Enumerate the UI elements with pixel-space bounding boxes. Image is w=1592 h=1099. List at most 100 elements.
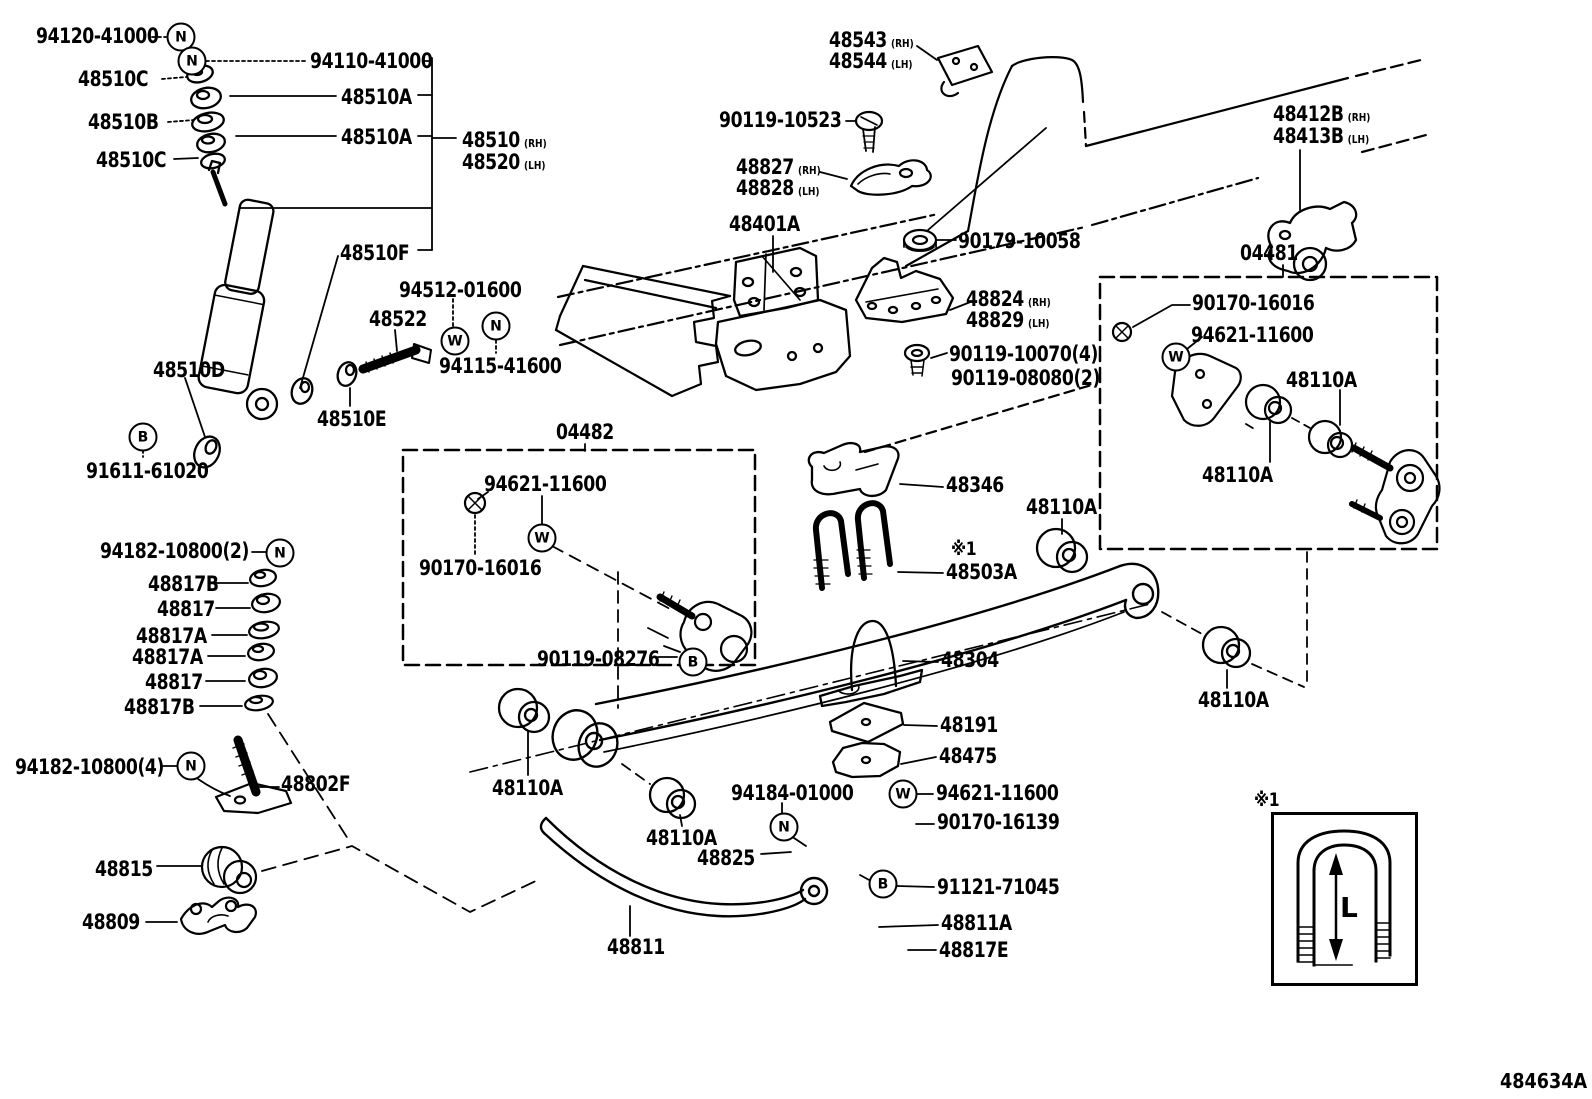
part-label-48817A: 48817A — [136, 624, 207, 648]
spring-bumper-48304 — [818, 619, 924, 708]
side-suffix: (RH) — [523, 137, 547, 150]
screw-90119-10523 — [854, 110, 884, 153]
side-suffix: (LH) — [523, 159, 546, 172]
part-label-9411041000: 94110-41000 — [310, 49, 433, 73]
part-label-48543: 48543(RH) — [829, 28, 914, 52]
leaf-spring — [469, 562, 1160, 773]
part-label-94182108002: 94182-10800(2) — [100, 539, 249, 563]
arrow-down-icon — [1329, 939, 1343, 961]
part-label-94182108004: 94182-10800(4) — [15, 755, 164, 779]
stabilizer-clamp-48809 — [179, 896, 257, 935]
part-label-9017016139: 90170-16139 — [937, 810, 1060, 834]
part-label-48510A: 48510A — [341, 125, 412, 149]
leader-lines — [142, 36, 1341, 951]
part-label-48110A: 48110A — [646, 826, 717, 850]
part-label-48110A: 48110A — [1202, 463, 1273, 487]
part-label-1: ※1 — [951, 538, 977, 560]
circled-letter-marker-N: N — [769, 812, 799, 842]
part-label-48809: 48809 — [82, 910, 140, 934]
subassembly-boxes — [401, 275, 1439, 667]
part-label-48110A: 48110A — [1198, 688, 1269, 712]
bracket-48346 — [807, 442, 900, 498]
stabilizer-link-48802F — [214, 735, 293, 815]
part-label-48829: 48829(LH) — [966, 308, 1050, 332]
part-label-48191: 48191 — [940, 713, 998, 737]
circled-letter-marker-N: N — [481, 311, 511, 341]
part-label-90119100704: 90119-10070(4) — [949, 342, 1098, 366]
side-suffix: (LH) — [890, 58, 913, 71]
u-bolt-48503A — [812, 500, 893, 591]
part-label-48510: 48510(RH) — [462, 128, 547, 152]
drawing-code: 484634A — [1500, 1069, 1588, 1093]
part-label-9112171045: 91121-71045 — [937, 875, 1060, 899]
part-label-9451201600: 94512-01600 — [399, 278, 522, 302]
part-label-48304: 48304 — [941, 648, 999, 672]
side-suffix: (LH) — [1027, 317, 1050, 330]
circled-letter-marker-N: N — [166, 22, 196, 52]
part-label-48825: 48825 — [697, 846, 755, 870]
part-label-1: ※1 — [1254, 789, 1280, 811]
circled-letter-marker-W: W — [440, 326, 470, 356]
part-label-48401A: 48401A — [729, 212, 800, 236]
circled-letter-marker-N: N — [177, 46, 207, 76]
part-label-9017910058: 90179-10058 — [958, 229, 1081, 253]
part-label-48817: 48817 — [145, 670, 203, 694]
legend-dimension-letter: L — [1340, 891, 1358, 924]
nut-90179-10058 — [902, 228, 938, 252]
side-suffix: (LH) — [1347, 133, 1370, 146]
part-label-48817E: 48817E — [939, 938, 1009, 962]
side-suffix: (RH) — [1027, 296, 1051, 309]
plate-48475 — [831, 741, 902, 779]
stabilizer-bar-48811 — [261, 713, 829, 918]
box-04482 — [401, 448, 757, 667]
part-label-48412B: 48412B(RH) — [1273, 102, 1371, 126]
part-label-48510E: 48510E — [317, 407, 387, 431]
part-label-48510C: 48510C — [96, 148, 167, 172]
side-suffix: (RH) — [1347, 111, 1371, 124]
part-label-9462111600: 94621-11600 — [1191, 323, 1314, 347]
bushings-48110A — [497, 527, 1308, 820]
part-label-04482: 04482 — [556, 420, 614, 444]
part-label-48824: 48824(RH) — [966, 287, 1051, 311]
part-label-90119080802: 90119-08080(2) — [951, 366, 1100, 390]
part-label-48346: 48346 — [946, 473, 1004, 497]
part-label-48510B: 48510B — [88, 110, 159, 134]
legend-box-note1: L — [1271, 812, 1418, 986]
part-label-9011908276: 90119-08276 — [537, 647, 660, 671]
shock-absorber — [186, 64, 358, 469]
part-label-48503A: 48503A — [946, 560, 1017, 584]
part-label-48110A: 48110A — [492, 776, 563, 800]
clip-48543 — [936, 44, 994, 98]
circled-letter-marker-W: W — [527, 523, 557, 553]
part-label-48544: 48544(LH) — [829, 49, 913, 73]
stabilizer-bushing-48815 — [200, 845, 258, 895]
part-label-9418401000: 94184-01000 — [731, 781, 854, 805]
part-label-48522: 48522 — [369, 307, 427, 331]
circled-letter-marker-B: B — [678, 647, 708, 677]
bracket-48401A — [714, 246, 852, 392]
bolt-90119-10070 — [903, 343, 931, 377]
part-label-48817: 48817 — [157, 597, 215, 621]
part-label-48817B: 48817B — [124, 695, 195, 719]
circled-letter-marker-B: B — [128, 422, 158, 452]
part-label-48520: 48520(LH) — [462, 150, 546, 174]
side-suffix: (LH) — [797, 185, 820, 198]
side-suffix: (RH) — [797, 164, 821, 177]
circled-letter-marker-W: W — [888, 779, 918, 809]
circled-letter-marker-B: B — [868, 869, 898, 899]
part-label-9411541600: 94115-41600 — [439, 354, 562, 378]
part-label-9017016016: 90170-16016 — [1192, 291, 1315, 315]
circled-letter-marker-N: N — [265, 538, 295, 568]
part-label-48510F: 48510F — [340, 241, 410, 265]
part-label-48811A: 48811A — [941, 911, 1012, 935]
side-suffix: (RH) — [890, 37, 914, 50]
bracket-48824 — [854, 256, 955, 324]
part-label-48110A: 48110A — [1286, 368, 1357, 392]
part-label-48817B: 48817B — [148, 572, 219, 596]
part-label-04481: 04481 — [1240, 241, 1298, 265]
part-label-48817A: 48817A — [132, 645, 203, 669]
box-04481-contents — [1111, 321, 1441, 545]
part-label-48510C: 48510C — [78, 67, 149, 91]
